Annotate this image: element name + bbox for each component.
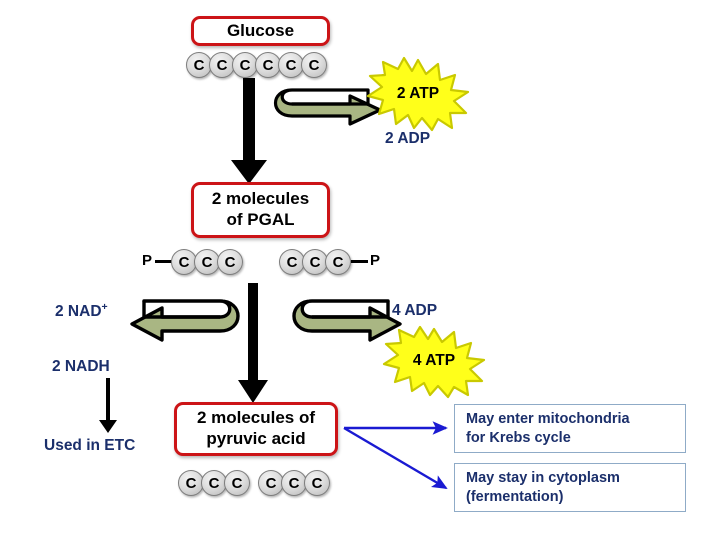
- carbon-circle: C: [217, 249, 243, 275]
- curved-arrow-atp-2: [292, 299, 402, 342]
- starburst-atp-1: [366, 56, 470, 132]
- pyruvic-acid-box: 2 molecules of pyruvic acid: [174, 402, 338, 456]
- carbon-circle: C: [224, 470, 250, 496]
- branch-arrows: [343, 421, 448, 490]
- carbon-circle: C: [302, 249, 328, 275]
- carbon-circle: C: [209, 52, 235, 78]
- main-arrow-pgal-to-pyruvic: [238, 283, 268, 403]
- outcome-krebs-line2: for Krebs cycle: [466, 429, 571, 446]
- curved-arrow-atp-1: [274, 88, 382, 126]
- used-in-etc-label: Used in ETC: [44, 437, 136, 454]
- phosphate-right-bond: [351, 260, 368, 263]
- carbon-circle: C: [278, 52, 304, 78]
- pgal-carbon-chain-left: C C C: [171, 249, 243, 275]
- nad-plus-label: 2 NAD+: [55, 301, 108, 321]
- outcome-krebs-line1: May enter mitochondria: [466, 410, 630, 427]
- carbon-circle: C: [325, 249, 351, 275]
- pyruvic-carbon-chain-right: C C C: [258, 470, 330, 496]
- pgal-label-line2: of PGAL: [226, 210, 295, 229]
- phosphate-left-bond: [155, 260, 172, 263]
- pgal-carbon-chain-right: C C C: [279, 249, 351, 275]
- atp-first-label: 2 ATP: [396, 85, 440, 102]
- nad-plus-text: 2 NAD: [55, 303, 102, 321]
- nadh-label: 2 NADH: [52, 358, 110, 375]
- arrow-nadh-to-etc: [99, 378, 117, 433]
- pgal-box: 2 molecules of PGAL: [191, 182, 330, 238]
- glucose-label: Glucose: [226, 20, 295, 40]
- outcome-box-krebs: May enter mitochondria for Krebs cycle: [454, 404, 686, 453]
- pyruvic-label-line2: pyruvic acid: [206, 429, 306, 448]
- carbon-circle: C: [194, 249, 220, 275]
- glucose-carbon-chain: C C C C C C: [186, 52, 327, 78]
- outcome-fermentation-line2: (fermentation): [466, 488, 564, 505]
- outcome-fermentation-line1: May stay in cytoplasm: [466, 469, 620, 486]
- carbon-circle: C: [171, 249, 197, 275]
- outcome-box-fermentation: May stay in cytoplasm (fermentation): [454, 463, 686, 512]
- adp-second-label: 4 ADP: [392, 302, 438, 319]
- pgal-label-line1: 2 molecules: [211, 189, 310, 209]
- curved-arrow-nad: [130, 299, 240, 342]
- starburst-atp-2: [382, 325, 486, 399]
- arrow-to-fermentation: [343, 426, 448, 490]
- pyruvic-label-line1: 2 molecules of: [196, 408, 316, 428]
- carbon-circle: C: [279, 249, 305, 275]
- phosphate-left-label: P: [142, 252, 153, 269]
- carbon-circle: C: [186, 52, 212, 78]
- nad-plus-superscript: +: [101, 301, 108, 313]
- main-arrow-glucose-to-pgal: [231, 78, 267, 184]
- adp-first-label: 2 ADP: [385, 130, 431, 147]
- glucose-box: Glucose: [191, 16, 330, 46]
- pyruvic-carbon-chain-left: C C C: [178, 470, 250, 496]
- atp-second-label: 4 ATP: [412, 352, 456, 369]
- carbon-circle: C: [301, 52, 327, 78]
- carbon-circle: C: [304, 470, 330, 496]
- carbon-circle: C: [201, 470, 227, 496]
- phosphate-right-label: P: [370, 252, 381, 269]
